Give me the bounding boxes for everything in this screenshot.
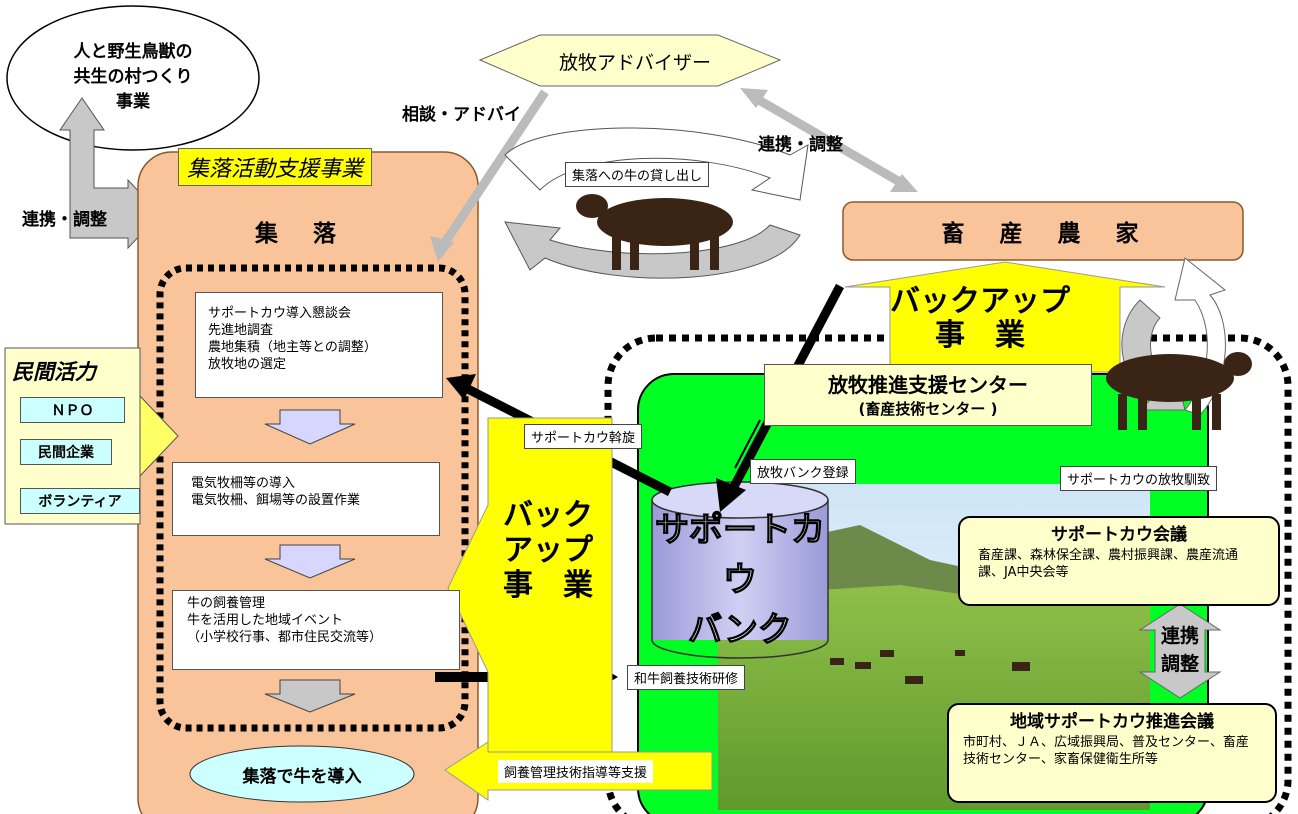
support-center-subtitle: (畜産技術センター ) bbox=[858, 400, 998, 418]
final-goal-label: 集落で牛を導入 bbox=[242, 766, 362, 787]
cow-image-center bbox=[576, 194, 733, 270]
backup-left-label: バック アップ 事 業 bbox=[503, 497, 593, 603]
final-goal-shape bbox=[189, 745, 415, 803]
advisor-shape bbox=[478, 34, 782, 87]
private-item-volunteer: ボランティア bbox=[20, 488, 140, 514]
bank-register-label: 放牧バンク登録 bbox=[750, 459, 856, 484]
coop-vertical-arrow-shape bbox=[1138, 603, 1222, 699]
coop-right-label: 連携・調整 bbox=[758, 135, 843, 155]
mediation-label: サポートカウ斡旋 bbox=[524, 424, 643, 449]
support-center-box: 放牧推進支援センター (畜産技術センター ) bbox=[764, 364, 1092, 426]
coop-left-label: 連携・調整 bbox=[22, 210, 107, 230]
acclimation-label: サポートカウの放牧馴致 bbox=[1060, 466, 1218, 491]
backup-top-label: バックアップ 事 業 bbox=[890, 284, 1070, 353]
consult-label: 相談・アドバイ bbox=[402, 105, 521, 125]
cow-image-right bbox=[1106, 352, 1252, 430]
advisor-label: 放牧アドバイザー bbox=[558, 51, 711, 74]
step-3-box: 牛の飼養管理 牛を活用した地域イベント （小学校行事、都市住民交流等） bbox=[172, 590, 460, 670]
bank-label: サポートカウ バンク bbox=[654, 509, 825, 650]
step-1-box: サポートカウ導入懇談会 先進地調査 農地集積（地主等との調整） 放牧地の選定 bbox=[195, 292, 443, 398]
private-sector-title: 民間活力 bbox=[12, 360, 96, 384]
settlement-dotted-boundary bbox=[156, 264, 469, 732]
village-project-bubble-shape bbox=[6, 5, 260, 151]
training-label: 和牛飼養技術研修 bbox=[627, 665, 746, 690]
council-title: サポートカウ会議 bbox=[1051, 525, 1187, 545]
farmer-box-shape bbox=[842, 201, 1244, 261]
up-arrow-shape bbox=[59, 97, 161, 250]
settlement-support-title: 集落活動支援事業 bbox=[178, 148, 373, 186]
regional-council: 地域サポートカウ推進会議 市町村、ＪＡ、広域振興局、普及センター、畜産技術センタ… bbox=[947, 703, 1277, 803]
private-item-company: 民間企業 bbox=[20, 439, 112, 465]
regional-title: 地域サポートカウ推進会議 bbox=[1010, 712, 1214, 732]
village-project-text: 人と野生鳥獣の 共生の村つくり 事業 bbox=[73, 41, 193, 112]
step-2-box: 電気牧柵等の導入 電気牧柵、餌場等の設置作業 bbox=[172, 462, 440, 536]
coop-vertical-label: 連携 調整 bbox=[1160, 625, 1199, 675]
loan-label: 集落への牛の貸し出し bbox=[565, 162, 710, 187]
support-cow-bank-cylinder bbox=[651, 481, 829, 659]
farmer-title: 畜 産 農 家 bbox=[941, 221, 1145, 247]
council-members: 畜産課、森林保全課、農村振興課、農産流通課、JA中央会等 bbox=[978, 548, 1239, 580]
settlement-title: 集 落 bbox=[255, 221, 342, 247]
support-cow-council: サポートカウ会議 畜産課、森林保全課、農村振興課、農産流通課、JA中央会等 bbox=[958, 516, 1280, 606]
regional-members: 市町村、ＪＡ、広域振興局、普及センター、畜産技術センター、家畜保健衛生所等 bbox=[963, 735, 1249, 767]
guidance-label: 飼養管理技術指導等支援 bbox=[498, 760, 654, 783]
backup-left-arrow-shape bbox=[447, 417, 613, 759]
support-center-title: 放牧推進支援センター bbox=[828, 373, 1028, 397]
private-item-npo: ＮＰＯ bbox=[20, 397, 125, 423]
